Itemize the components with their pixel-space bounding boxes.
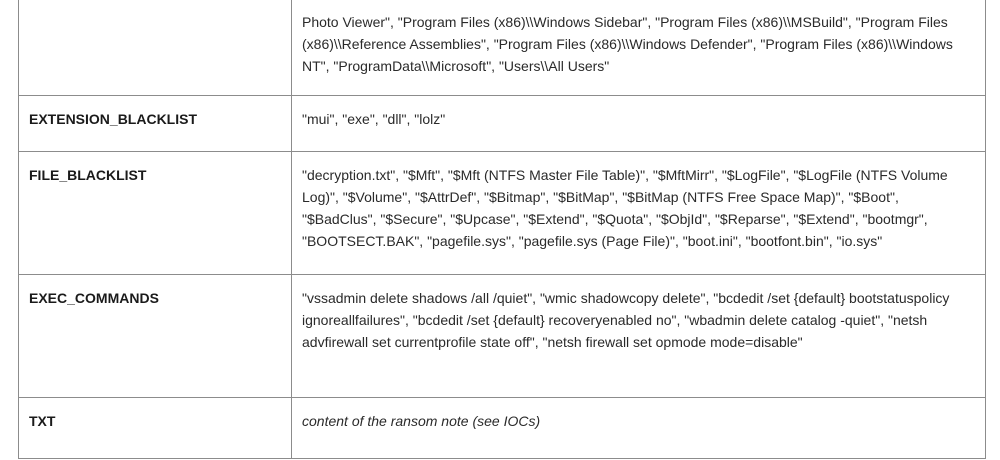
row-value: "mui", "exe", "dll", "lolz"	[291, 95, 986, 152]
row-key: FILE_BLACKLIST	[18, 151, 292, 275]
row-key: TXT	[18, 397, 292, 459]
table-row-extension-blacklist: EXTENSION_BLACKLIST "mui", "exe", "dll",…	[18, 95, 986, 152]
row-key	[18, 0, 292, 96]
row-value: content of the ransom note (see IOCs)	[291, 397, 986, 459]
row-value: "decryption.txt", "$Mft", "$Mft (NTFS Ma…	[291, 151, 986, 275]
table-row-exec-commands: EXEC_COMMANDS "vssadmin delete shadows /…	[18, 274, 986, 398]
table-row-file-blacklist: FILE_BLACKLIST "decryption.txt", "$Mft",…	[18, 151, 986, 275]
config-table: Photo Viewer", "Program Files (x86)\\Win…	[18, 0, 986, 459]
row-key: EXTENSION_BLACKLIST	[18, 95, 292, 152]
row-value: Photo Viewer", "Program Files (x86)\\Win…	[291, 0, 986, 96]
table-row-txt: TXT content of the ransom note (see IOCs…	[18, 397, 986, 459]
table-row-folder-blacklist-cont: Photo Viewer", "Program Files (x86)\\Win…	[18, 0, 986, 96]
row-value: "vssadmin delete shadows /all /quiet", "…	[291, 274, 986, 398]
row-key: EXEC_COMMANDS	[18, 274, 292, 398]
